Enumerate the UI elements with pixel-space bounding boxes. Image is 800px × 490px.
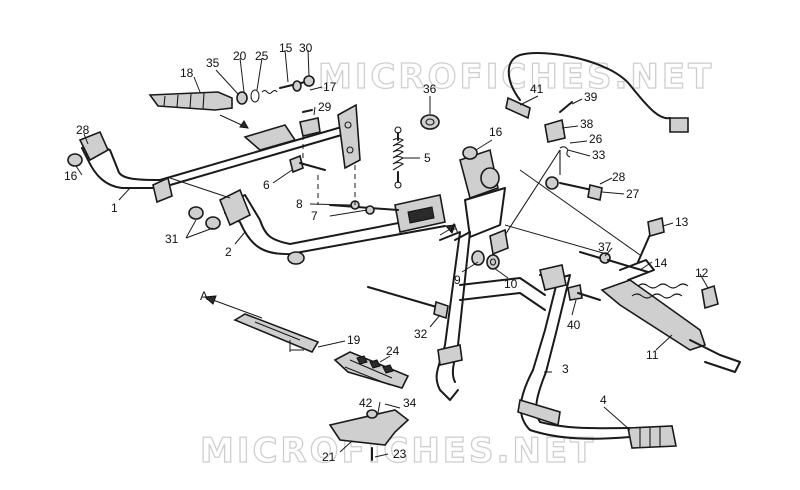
label-39: 39 bbox=[584, 90, 598, 104]
bolt-40 bbox=[567, 284, 601, 301]
label-33: 33 bbox=[592, 148, 606, 162]
label-6: 6 bbox=[263, 178, 270, 192]
label-26: 26 bbox=[589, 132, 603, 146]
footpeg-rubber-24 bbox=[333, 351, 410, 389]
label-19: 19 bbox=[347, 333, 361, 347]
label-36: 36 bbox=[423, 82, 437, 96]
label-37: 37 bbox=[598, 240, 612, 254]
switch-cable bbox=[504, 52, 689, 236]
arrow-18-head bbox=[239, 120, 249, 129]
label-24: 24 bbox=[386, 344, 400, 358]
part-labels: 18 35 20 25 15 30 17 29 36 5 6 8 7 31 2 … bbox=[64, 41, 709, 464]
label-17: 17 bbox=[323, 80, 337, 94]
center-stand-frame bbox=[435, 148, 546, 401]
label-5: 5 bbox=[424, 151, 431, 165]
label-13: 13 bbox=[675, 215, 689, 229]
arrow-a-left: A bbox=[200, 289, 263, 319]
label-16-right: 16 bbox=[489, 125, 503, 139]
arrow-a-right: A bbox=[439, 221, 458, 236]
plate-21 bbox=[328, 409, 410, 461]
svg-text:A: A bbox=[200, 289, 208, 303]
label-42: 42 bbox=[359, 396, 373, 410]
label-25: 25 bbox=[255, 49, 269, 63]
label-29: 29 bbox=[318, 100, 332, 114]
label-3: 3 bbox=[562, 362, 569, 376]
label-40: 40 bbox=[567, 318, 581, 332]
label-12: 12 bbox=[695, 266, 709, 280]
label-11: 11 bbox=[646, 348, 659, 362]
bushing-36 bbox=[420, 114, 440, 130]
label-34: 34 bbox=[403, 396, 417, 410]
label-28-left: 28 bbox=[76, 123, 90, 137]
label-21: 21 bbox=[322, 450, 336, 464]
label-30: 30 bbox=[299, 41, 313, 55]
leader-lines bbox=[75, 49, 709, 458]
label-4: 4 bbox=[600, 393, 607, 407]
label-10: 10 bbox=[504, 277, 518, 291]
footpeg-rubber-left bbox=[148, 91, 233, 111]
label-35: 35 bbox=[206, 56, 220, 70]
label-15: 15 bbox=[279, 41, 293, 55]
label-28-right: 28 bbox=[612, 170, 626, 184]
label-18: 18 bbox=[180, 66, 194, 80]
watermark-bottom: MICROFICHES.NET bbox=[200, 431, 596, 471]
label-32: 32 bbox=[414, 327, 428, 341]
label-31: 31 bbox=[165, 232, 179, 246]
heel-guard-19 bbox=[233, 313, 320, 354]
bolt-6 bbox=[289, 154, 326, 174]
label-7: 7 bbox=[311, 209, 318, 223]
footpeg-hardware bbox=[236, 75, 321, 137]
label-41: 41 bbox=[530, 82, 544, 96]
spring-5 bbox=[392, 126, 405, 189]
label-23: 23 bbox=[393, 447, 407, 461]
svg-text:A: A bbox=[450, 221, 458, 235]
label-16-left: 16 bbox=[64, 169, 78, 183]
nut-16-left bbox=[67, 153, 83, 167]
rubber-grip-4 bbox=[627, 425, 677, 449]
guide-lines bbox=[169, 135, 641, 352]
bracket-upper bbox=[337, 103, 361, 170]
label-9: 9 bbox=[454, 273, 461, 287]
footrest-bar-upper bbox=[78, 124, 346, 204]
nut-16-right bbox=[462, 146, 478, 160]
center-pivot-housing bbox=[329, 194, 446, 233]
nuts-9-10 bbox=[471, 228, 509, 270]
label-38: 38 bbox=[580, 117, 594, 131]
bushings-31 bbox=[188, 206, 221, 230]
label-8: 8 bbox=[296, 197, 303, 211]
bolt-27-28 bbox=[545, 176, 603, 201]
label-2: 2 bbox=[225, 245, 232, 259]
watermark-top: MICROFICHES.NET bbox=[318, 57, 714, 97]
stand-leg-3 bbox=[517, 264, 631, 440]
label-14: 14 bbox=[654, 256, 668, 270]
label-20: 20 bbox=[233, 49, 247, 63]
long-bolt-32 bbox=[367, 286, 449, 320]
footrest-bar-lower bbox=[218, 188, 446, 265]
label-1: 1 bbox=[111, 201, 118, 215]
side-stand-assembly bbox=[579, 216, 741, 373]
label-27: 27 bbox=[626, 187, 640, 201]
